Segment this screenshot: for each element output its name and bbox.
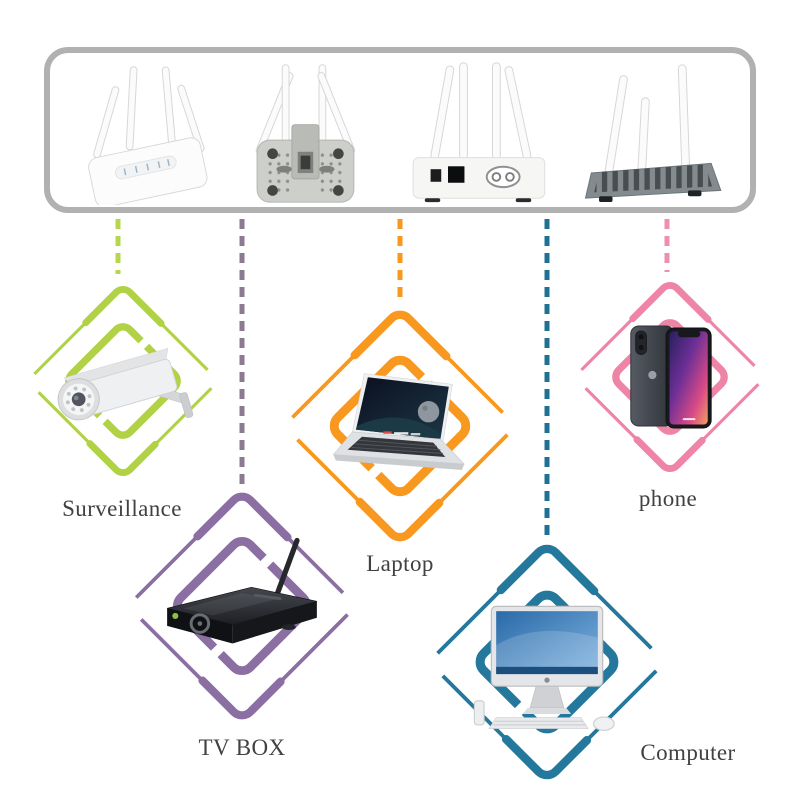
surveillance-camera-image xyxy=(57,347,194,421)
router-front-view-image xyxy=(88,66,208,205)
imac-computer-image xyxy=(473,605,615,731)
surveillance-diamond-frame xyxy=(28,286,218,476)
tvbox-label: TV BOX xyxy=(198,735,286,760)
laptop-image xyxy=(332,373,466,471)
computer-diamond-frame xyxy=(429,544,665,780)
antenna-icons xyxy=(604,64,691,180)
antenna-icons xyxy=(93,66,205,159)
antenna-icons xyxy=(255,64,356,155)
router-side-view-image xyxy=(584,64,722,203)
tv-box-image xyxy=(167,537,317,644)
antenna-icons xyxy=(430,62,532,161)
phone-image xyxy=(630,325,712,429)
router-rear-view-image xyxy=(412,62,546,203)
surveillance-label: Surveillance xyxy=(62,496,182,521)
phone-label: phone xyxy=(638,486,698,511)
phone-diamond-frame xyxy=(575,282,765,472)
router-views-panel xyxy=(44,47,756,213)
laptop-diamond-frame xyxy=(284,310,516,542)
computer-label: Computer xyxy=(640,740,736,765)
router-bottom-view-image xyxy=(255,64,356,203)
tvbox-diamond-frame xyxy=(128,492,356,720)
laptop-label: Laptop xyxy=(366,551,434,576)
